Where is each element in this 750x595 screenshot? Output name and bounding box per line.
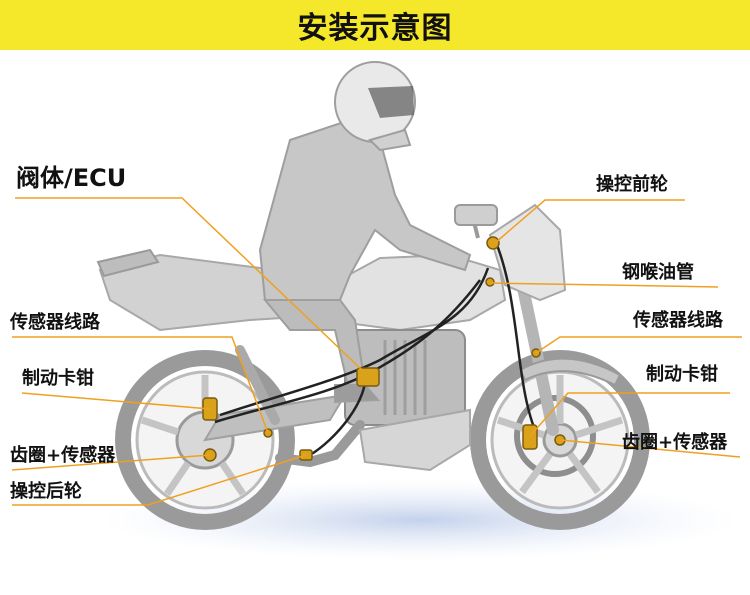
label-rear-control: 操控后轮 [10,481,82,502]
fuel-tank [328,253,507,332]
leader-caliper-right [529,392,730,437]
leader-sensor-wire-left [12,336,269,434]
leader-caliper-left [21,392,211,410]
leader-lines [11,197,742,506]
leader-sensor-wire-right [535,336,742,354]
mirror [454,204,498,239]
leader-gear-ring-left [11,454,211,471]
label-gear-ring-sensor-left: 齿圈+传感器 [10,445,116,466]
label-gear-ring-sensor-right: 齿圈+传感器 [622,432,728,453]
label-front-control: 操控前轮 [596,174,668,195]
label-caliper-left: 制动卡钳 [22,368,94,389]
front-fairing [488,203,567,302]
rider [258,118,472,404]
leader-rear-control [12,454,307,506]
leader-steel-pipe [489,282,719,288]
label-sensor-wire-right: 传感器线路 [633,310,723,331]
front-fender [518,357,622,387]
title-banner: 安装示意图 [0,0,750,50]
label-valve-ecu: 阀体/ECU [16,164,127,192]
valve-ecu-unit [356,367,380,387]
label-sensor-wire-left: 传感器线路 [10,312,100,333]
exhaust-pipe [275,420,365,468]
label-steel-throat-pipe: 钢喉油管 [622,262,694,283]
helmet [334,61,416,152]
leader-gear-ring-right [559,439,741,458]
rear-rack [96,248,160,278]
page-title: 安装示意图 [297,11,453,46]
leader-front-control [494,199,685,244]
front-control-unit [486,236,500,250]
steel-pipe-node [485,277,495,287]
label-caliper-right: 制动卡钳 [646,364,718,385]
lower-cowl [358,408,471,472]
engine [344,329,466,426]
rear-shock [235,345,280,425]
front-caliper [522,424,538,450]
leader-valve-ecu [15,197,363,371]
